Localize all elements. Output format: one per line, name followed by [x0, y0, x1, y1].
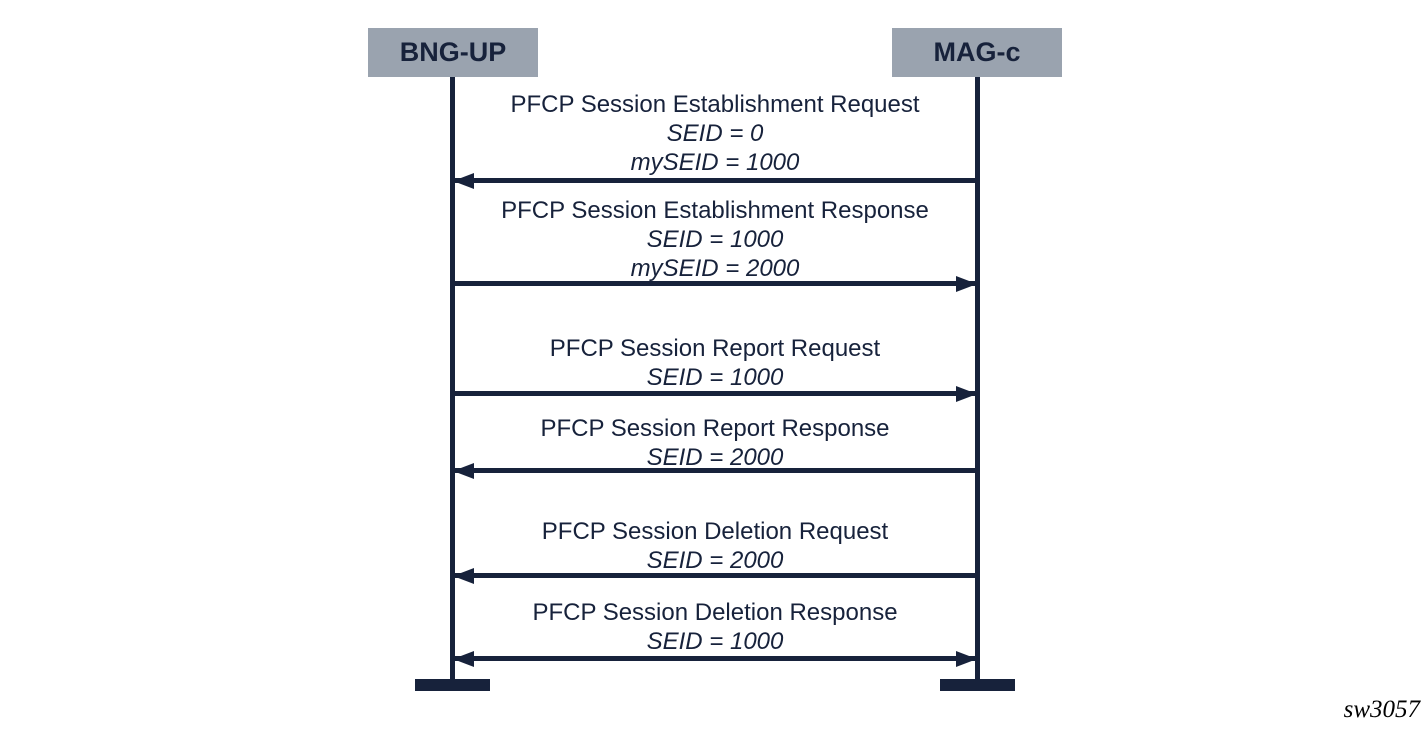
arrow-shaft: [455, 391, 975, 396]
arrowhead-right-icon: [956, 386, 977, 402]
message-establishment-response: PFCP Session Establishment Response SEID…: [452, 196, 978, 283]
arrow-shaft: [455, 178, 975, 183]
figure-id-watermark: sw3057: [1343, 696, 1420, 723]
actor-label-bng-up: BNG-UP: [399, 37, 507, 67]
message-deletion-request: PFCP Session Deletion Request SEID = 200…: [452, 517, 978, 575]
message-param: SEID = 1000: [646, 226, 784, 253]
actor-box-mag-c: MAG-c: [892, 28, 1062, 77]
arrowhead-right-icon: [956, 651, 977, 667]
lifeline-end-bar-bng-up: [415, 679, 490, 691]
message-title: PFCP Session Deletion Request: [541, 518, 889, 545]
message-arrow-deletion-response: [453, 651, 977, 667]
message-arrow-report-request: [453, 386, 977, 402]
message-establishment-request: PFCP Session Establishment Request SEID …: [452, 90, 978, 177]
message-title: PFCP Session Establishment Response: [501, 197, 929, 224]
message-title: PFCP Session Report Request: [549, 335, 881, 362]
actor-label-mag-c: MAG-c: [933, 37, 1021, 67]
arrow-shaft: [455, 656, 975, 661]
message-report-request: PFCP Session Report Request SEID = 1000: [452, 334, 978, 392]
message-param: SEID = 1000: [646, 628, 784, 655]
arrowhead-left-icon: [453, 568, 474, 584]
message-param: SEID = 0: [666, 120, 764, 147]
message-title: PFCP Session Report Response: [540, 415, 890, 442]
arrowhead-left-icon: [453, 651, 474, 667]
arrow-shaft: [455, 468, 975, 473]
arrowhead-right-icon: [956, 276, 977, 292]
actor-box-bng-up: BNG-UP: [368, 28, 538, 77]
lifeline-mag-c: [975, 77, 980, 686]
lifeline-bng-up: [450, 77, 455, 686]
arrow-shaft: [455, 281, 975, 286]
message-param: mySEID = 2000: [630, 255, 800, 282]
lifeline-end-bar-mag-c: [940, 679, 1015, 691]
message-param: mySEID = 1000: [630, 149, 800, 176]
arrowhead-left-icon: [453, 173, 474, 189]
arrow-shaft: [455, 573, 975, 578]
message-title: PFCP Session Deletion Response: [532, 599, 898, 626]
arrowhead-left-icon: [453, 463, 474, 479]
message-param: SEID = 1000: [646, 364, 784, 391]
message-arrow-deletion-request: [453, 568, 977, 584]
message-param: SEID = 2000: [646, 444, 784, 471]
message-arrow-establishment-request: [453, 173, 977, 189]
message-param: SEID = 2000: [646, 547, 784, 574]
message-arrow-establishment-response: [453, 276, 977, 292]
message-title: PFCP Session Establishment Request: [510, 91, 920, 118]
message-deletion-response: PFCP Session Deletion Response SEID = 10…: [452, 598, 978, 656]
message-arrow-report-response: [453, 463, 977, 479]
message-report-response: PFCP Session Report Response SEID = 2000: [452, 414, 978, 472]
